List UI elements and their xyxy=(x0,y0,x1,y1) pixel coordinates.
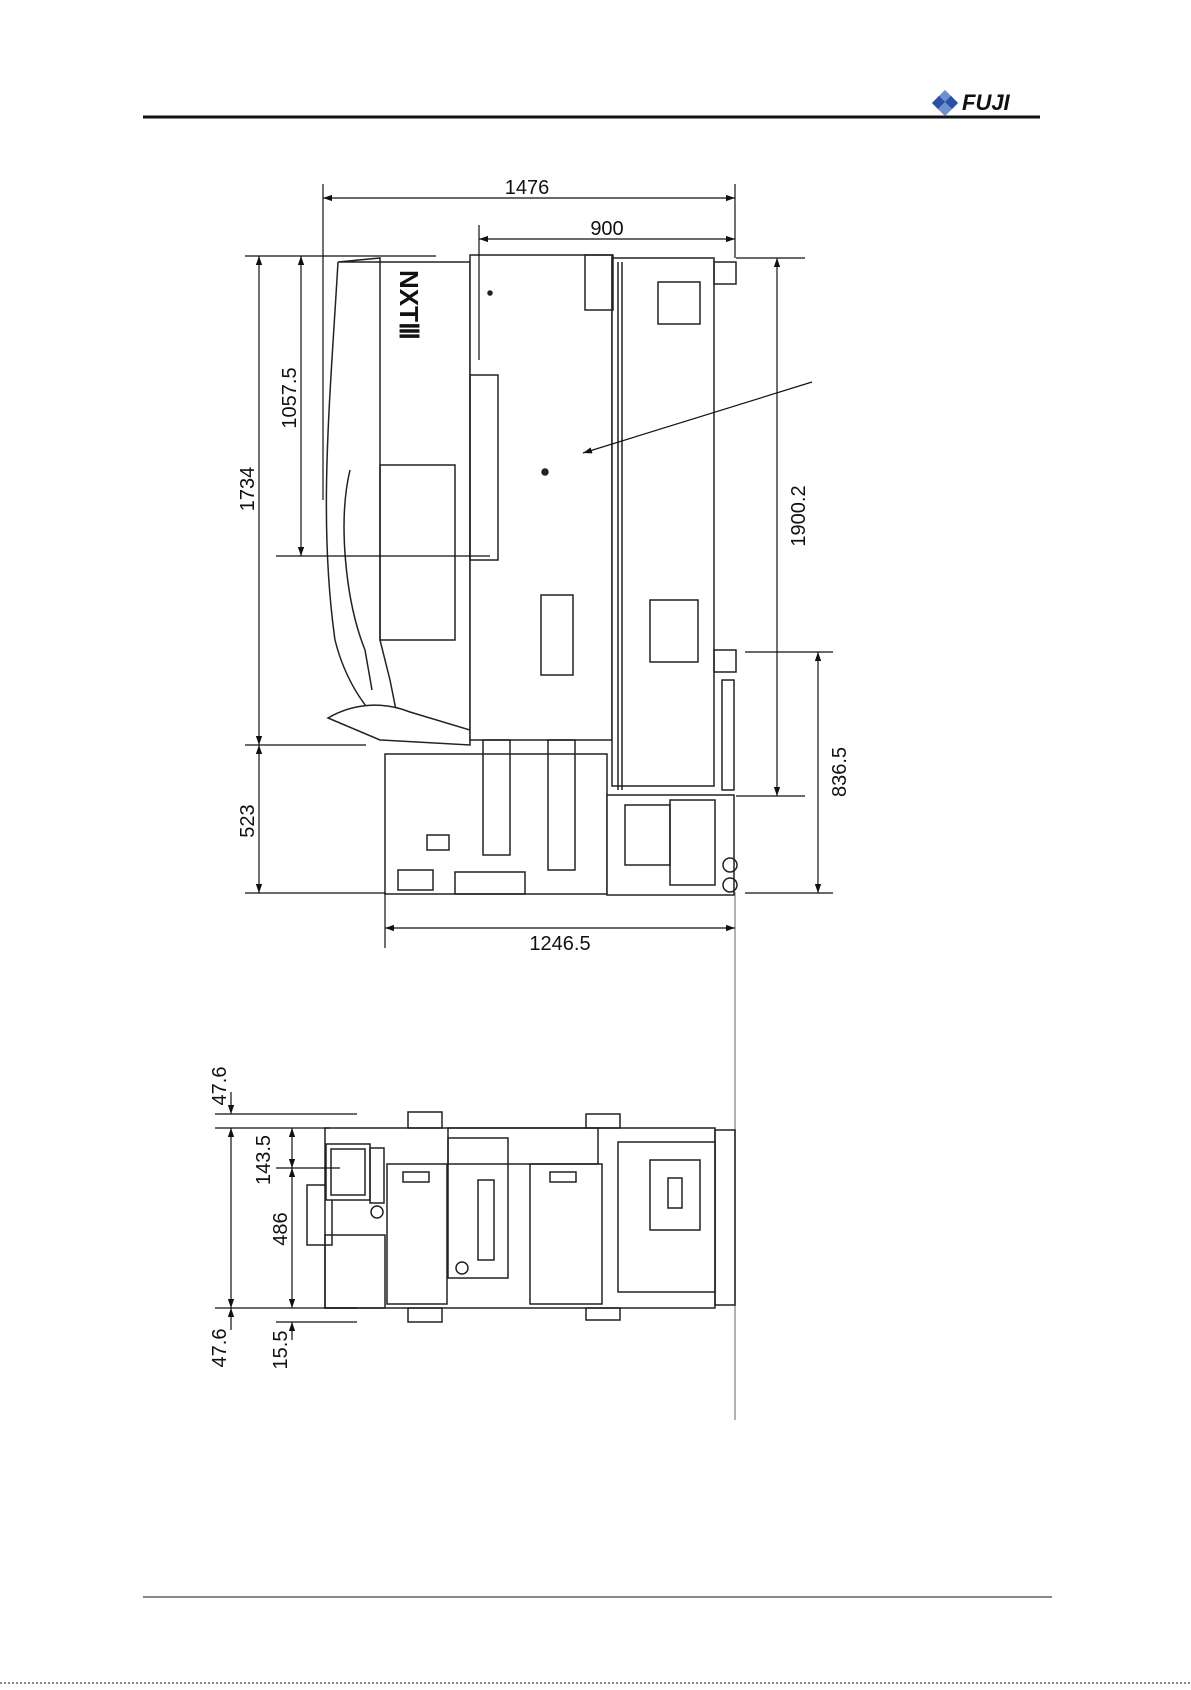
rear-side-bar xyxy=(722,680,734,790)
dim-label-486: 486 xyxy=(270,1212,292,1245)
operation-screen xyxy=(326,1144,370,1200)
side-view-machine: NXTⅢ xyxy=(326,255,737,895)
top-rear-edge xyxy=(715,1130,735,1305)
dim-label-1246-5: 1246.5 xyxy=(529,933,590,955)
dim-label-1734: 1734 xyxy=(237,467,259,512)
front-window xyxy=(344,470,372,690)
dim-label-47-6-bottom: 47.6 xyxy=(209,1329,231,1368)
top-tab-top xyxy=(586,1114,620,1128)
dim-label-15-5: 15.5 xyxy=(270,1331,292,1370)
model-mark: NXTⅢ xyxy=(394,270,424,340)
top-handle-top xyxy=(408,1112,442,1128)
dim-label-1900-2: 1900.2 xyxy=(788,485,810,546)
top-tab-bottom xyxy=(586,1308,620,1320)
dim-label-1476: 1476 xyxy=(505,177,550,199)
rear-section xyxy=(612,258,714,786)
module-left xyxy=(387,1164,447,1304)
dim-label-523: 523 xyxy=(237,804,259,837)
rear-foot-top xyxy=(714,262,736,284)
dim-label-900: 900 xyxy=(590,218,623,240)
fuji-logo-text: FUJI xyxy=(962,90,1011,115)
fuji-diamond-icon xyxy=(932,90,958,116)
top-handle-bottom xyxy=(408,1308,442,1322)
module-right xyxy=(530,1164,602,1304)
base-section xyxy=(385,754,607,894)
body-screw xyxy=(542,469,548,475)
top-view-dimension-labels: 47.6 143.5 486 47.6 15.5 xyxy=(209,1067,292,1370)
body-screw xyxy=(488,291,492,295)
top-view-machine xyxy=(307,1112,735,1322)
dim-label-1057-5: 1057.5 xyxy=(279,367,301,428)
fuji-logo: FUJI xyxy=(932,90,1011,116)
rear-foot-middle xyxy=(714,650,736,672)
dim-label-836-5: 836.5 xyxy=(829,747,851,797)
dim-label-47-6-top: 47.6 xyxy=(209,1067,231,1106)
dim-label-143-5: 143.5 xyxy=(253,1135,275,1185)
